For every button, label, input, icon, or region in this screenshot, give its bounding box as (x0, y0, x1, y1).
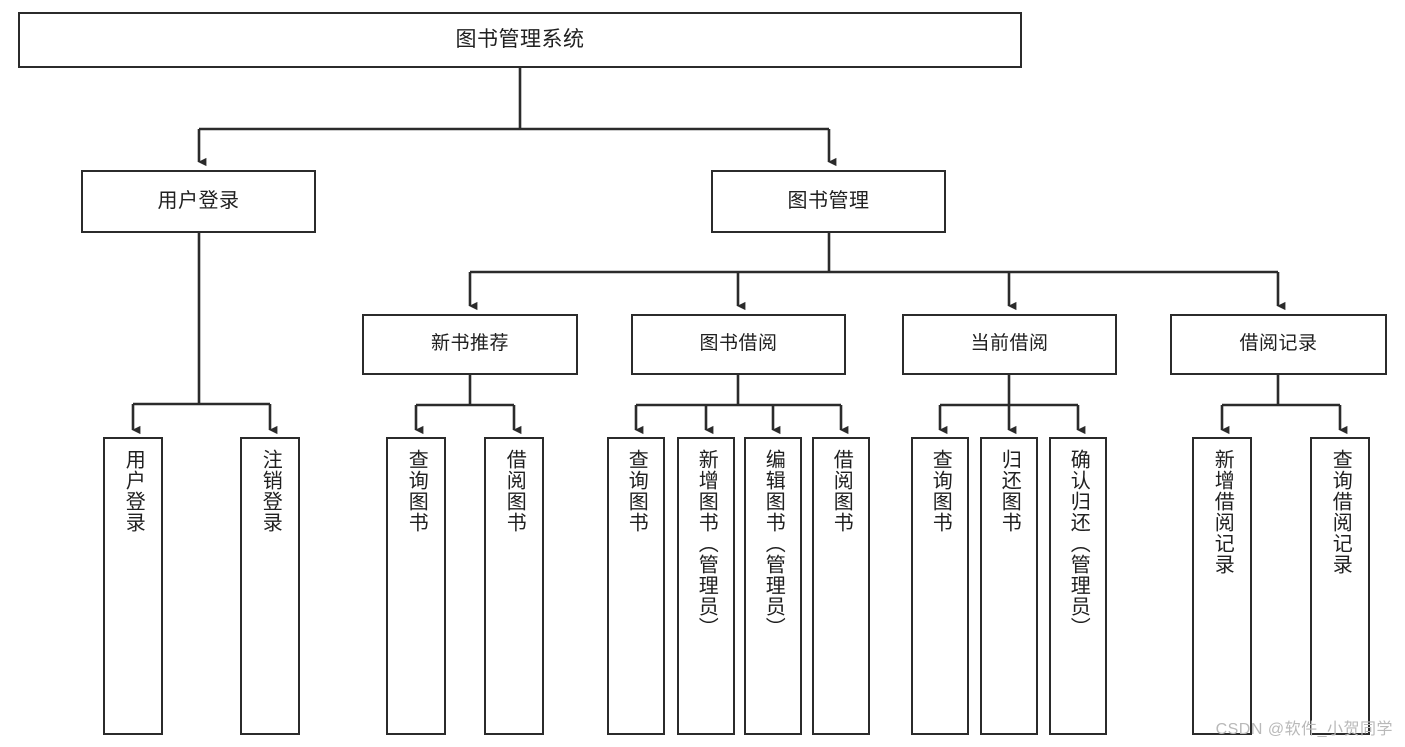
leaf-current-return-book[interactable]: 归还图书 (980, 437, 1038, 735)
node-label: 查询图书 (405, 449, 428, 533)
leaf-current-query-book[interactable]: 查询图书 (911, 437, 969, 735)
node-label: 查询借阅记录 (1329, 449, 1352, 575)
node-label: 用户登录 (122, 449, 145, 533)
leaf-current-confirm-return-admin[interactable]: 确认归还（管理员） (1049, 437, 1107, 735)
node-book-borrow[interactable]: 图书借阅 (631, 314, 846, 375)
node-borrow-records[interactable]: 借阅记录 (1170, 314, 1387, 375)
node-label: 注销登录 (259, 449, 282, 533)
leaf-user-login-logout[interactable]: 注销登录 (240, 437, 300, 735)
node-book-management[interactable]: 图书管理 (711, 170, 946, 233)
node-label: 新增借阅记录 (1211, 449, 1234, 575)
leaf-borrow-add-book-admin[interactable]: 新增图书（管理员） (677, 437, 735, 735)
node-label: 借阅图书 (830, 449, 853, 533)
leaf-borrow-edit-book-admin[interactable]: 编辑图书（管理员） (744, 437, 802, 735)
leaf-borrow-borrow-book[interactable]: 借阅图书 (812, 437, 870, 735)
node-label: 图书管理系统 (455, 27, 585, 51)
node-label: 图书借阅 (699, 333, 778, 355)
node-new-book-recommend[interactable]: 新书推荐 (362, 314, 578, 375)
node-label: 查询图书 (929, 449, 952, 533)
watermark: CSDN @软件_小贺同学 (1215, 721, 1393, 738)
node-label: 新增图书（管理员） (695, 449, 718, 638)
leaf-recommend-borrow-book[interactable]: 借阅图书 (484, 437, 544, 735)
node-user-login[interactable]: 用户登录 (81, 170, 316, 233)
node-root-system[interactable]: 图书管理系统 (18, 12, 1022, 68)
leaf-borrow-query-book[interactable]: 查询图书 (607, 437, 665, 735)
leaf-records-query-record[interactable]: 查询借阅记录 (1310, 437, 1370, 735)
node-label: 查询图书 (625, 449, 648, 533)
node-label: 归还图书 (998, 449, 1021, 533)
node-label: 借阅图书 (503, 449, 526, 533)
leaf-user-login-login[interactable]: 用户登录 (103, 437, 163, 735)
leaf-recommend-query-book[interactable]: 查询图书 (386, 437, 446, 735)
node-label: 新书推荐 (430, 333, 509, 355)
leaf-records-add-record[interactable]: 新增借阅记录 (1192, 437, 1252, 735)
node-label: 编辑图书（管理员） (762, 449, 785, 638)
node-label: 当前借阅 (970, 333, 1049, 355)
node-label: 借阅记录 (1239, 333, 1318, 355)
node-label: 确认归还（管理员） (1067, 449, 1090, 638)
node-label: 图书管理 (787, 189, 870, 212)
node-current-borrow[interactable]: 当前借阅 (902, 314, 1117, 375)
node-label: 用户登录 (157, 189, 240, 212)
